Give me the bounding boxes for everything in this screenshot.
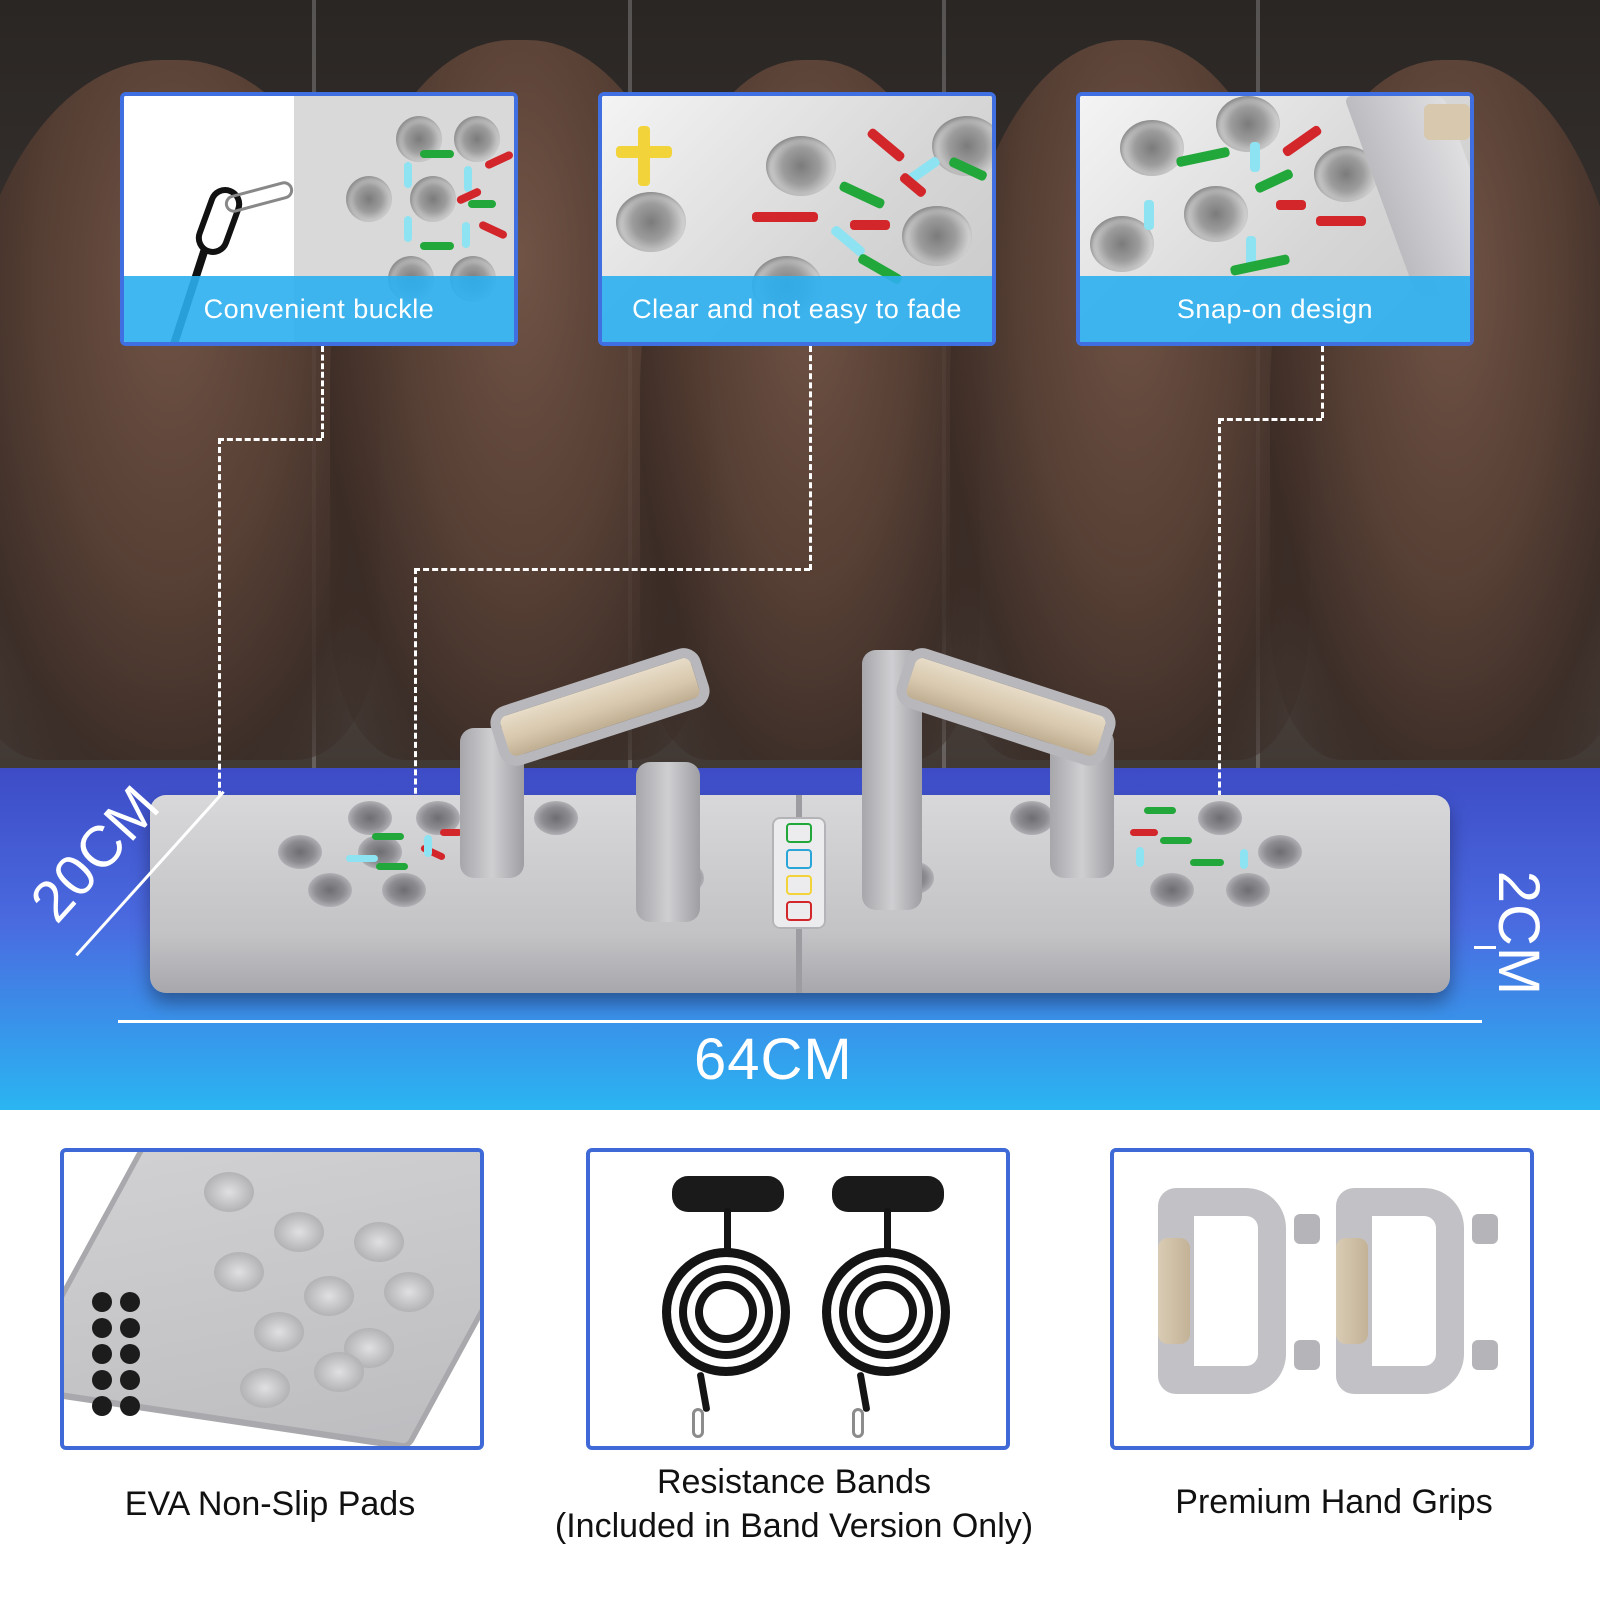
eva-pad [120, 1396, 140, 1416]
band-handle-icon [832, 1176, 944, 1212]
length-dimension-line [118, 1020, 1482, 1023]
feature-label-line1: Resistance Bands [656, 1463, 932, 1501]
eva-pad [120, 1344, 140, 1364]
muscle-guide-strip [772, 817, 826, 929]
leader-line [809, 346, 812, 570]
eva-pad [120, 1370, 140, 1390]
height-dimension-tick [1474, 946, 1496, 949]
eva-pad [92, 1292, 112, 1312]
pushup-handle-right [862, 643, 1121, 910]
leader-line [218, 438, 221, 842]
feature-label-resistance-bands: Resistance Bands (Included in Band Versi… [514, 1460, 1074, 1548]
grip-cap [1424, 104, 1470, 140]
clip-icon [692, 1408, 704, 1438]
leader-line [414, 568, 417, 812]
feature-card-hand-grips [1110, 1148, 1534, 1450]
callout-caption: Snap-on design [1080, 276, 1470, 342]
pushup-handle-left [460, 643, 715, 922]
yellow-mark [616, 146, 672, 158]
feature-card-eva-pads [60, 1148, 484, 1450]
leader-line [414, 568, 810, 571]
hero-scene: Convenient buckle Clear and not easy to … [0, 0, 1600, 1110]
band-coil [662, 1248, 790, 1376]
callout-snap-on-design: Snap-on design [1076, 92, 1474, 346]
leader-line [218, 438, 322, 441]
feature-label-line2: (Included in Band Version Only) [554, 1507, 1034, 1545]
eva-pad [120, 1318, 140, 1338]
eva-pad [120, 1292, 140, 1312]
eva-pad [92, 1344, 112, 1364]
eva-pad [92, 1396, 112, 1416]
leader-line [321, 346, 324, 438]
feature-label-eva-pads: EVA Non-Slip Pads [124, 1485, 416, 1523]
band-coil [822, 1248, 950, 1376]
callout-convenient-buckle: Convenient buckle [120, 92, 518, 346]
leader-line [1218, 418, 1221, 842]
eva-pad [92, 1318, 112, 1338]
leader-line [1218, 418, 1322, 421]
feature-card-resistance-bands [586, 1148, 1010, 1450]
feature-label-hand-grips: Premium Hand Grips [1175, 1483, 1493, 1521]
pushup-board [150, 795, 1450, 993]
callout-caption: Convenient buckle [124, 276, 514, 342]
clip-icon [852, 1408, 864, 1438]
length-dimension-label: 64CM [694, 1027, 853, 1092]
leader-line [1321, 346, 1324, 418]
hand-grip [1336, 1188, 1498, 1394]
height-dimension-label: 2CM [1486, 870, 1552, 997]
band-handle-icon [672, 1176, 784, 1212]
callout-caption: Clear and not easy to fade [602, 276, 992, 342]
hand-grip [1158, 1188, 1320, 1394]
callout-clear-not-fade: Clear and not easy to fade [598, 92, 996, 346]
eva-pad [92, 1370, 112, 1390]
